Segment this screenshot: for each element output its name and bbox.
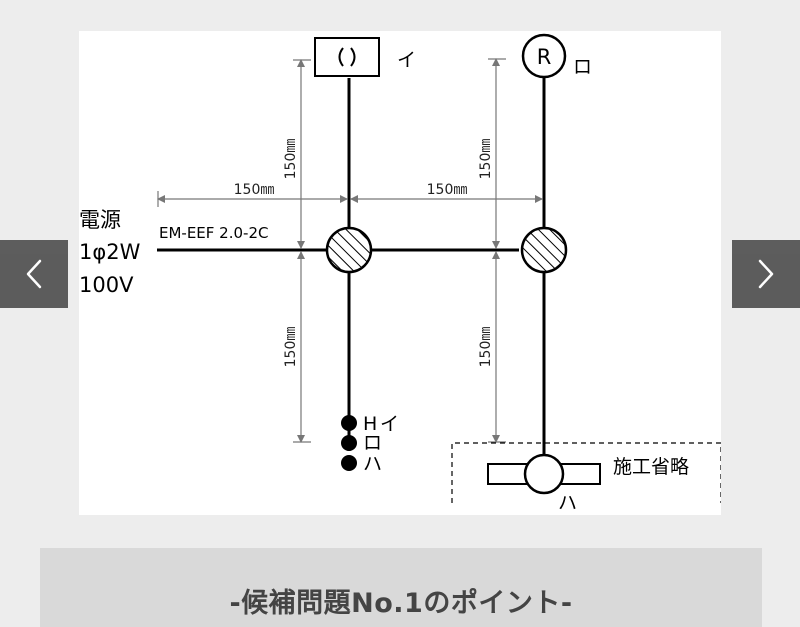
wiring-diagram-svg: 150㎜ 150㎜ 150㎜ 150㎜ 150㎜ 150㎜ イ R ロ: [79, 33, 721, 514]
switch-label-i: イ: [380, 413, 399, 435]
dim-label-horizontal-right: 150㎜: [427, 182, 468, 198]
switch-dot-ha: [341, 455, 357, 471]
switch-assembly: [341, 415, 357, 471]
power-source-line1: 電源: [79, 208, 121, 232]
junction-box-right: [520, 226, 568, 274]
dim-label-bottom-right: 150㎜: [478, 327, 494, 368]
power-source-line3: 100V: [79, 273, 134, 297]
fluorescent-lamp-fixture: [487, 453, 601, 495]
switch-dot-i: [341, 415, 357, 431]
receptacle-light-symbol: R: [537, 45, 552, 69]
next-slide-button[interactable]: [732, 240, 800, 308]
dim-label-bottom-left: 150㎜: [283, 327, 299, 368]
receptacle-light-label: ロ: [573, 56, 592, 78]
dim-label-horizontal-left: 150㎜: [234, 182, 275, 198]
switch-label-ro: ロ: [363, 432, 382, 454]
prev-slide-button[interactable]: [0, 240, 68, 308]
dimension-lines: [157, 58, 543, 443]
chevron-left-icon: [26, 259, 42, 289]
ceiling-light-fixture: [314, 37, 380, 77]
switch-label-ha: ハ: [363, 453, 382, 475]
switch-h-label: H: [363, 413, 377, 435]
wiring-diagram: 150㎜ 150㎜ 150㎜ 150㎜ 150㎜ 150㎜ イ R ロ: [79, 31, 721, 515]
chevron-right-icon: [758, 259, 774, 289]
power-source-line2: 1φ2W: [79, 240, 141, 264]
caption-title: -候補問題No.1のポイント-: [229, 588, 573, 619]
ceiling-light-label: イ: [397, 49, 416, 71]
dim-label-top-right: 150㎜: [478, 139, 494, 180]
fluorescent-lamp-label: ハ: [558, 492, 577, 514]
cable-label: EM-EEF 2.0-2C: [159, 224, 268, 242]
junction-box-left: [325, 226, 373, 274]
caption-bar: -候補問題No.1のポイント-: [40, 548, 762, 627]
dim-label-top-left: 150㎜: [283, 139, 299, 180]
omitted-note: 施工省略: [613, 456, 689, 478]
receptacle-light-fixture: [521, 33, 567, 79]
wires: [157, 77, 546, 456]
switch-dot-ro: [341, 435, 357, 451]
omitted-section: [451, 442, 721, 503]
